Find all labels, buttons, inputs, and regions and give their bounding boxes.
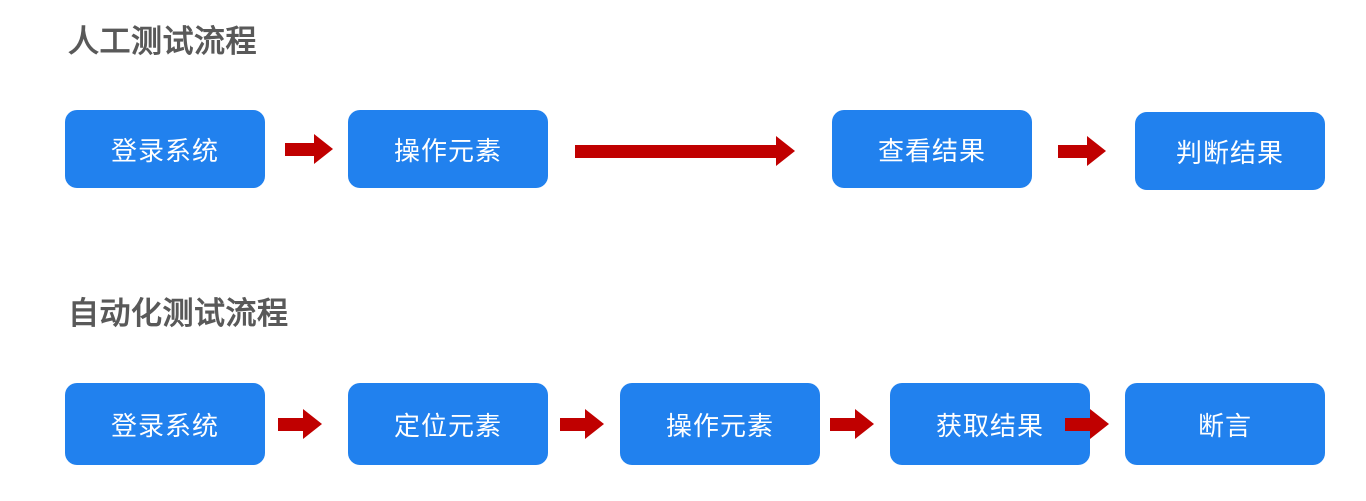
arrow-shaft xyxy=(1065,417,1091,431)
arrow-shaft xyxy=(830,417,856,431)
arrow-head xyxy=(585,409,604,439)
arrow-locate-to-operate-icon xyxy=(560,409,604,439)
arrow-operate-to-fetch-icon xyxy=(830,409,874,439)
arrow-shaft xyxy=(278,417,304,431)
flow-node-auto-4[interactable]: 获取结果 xyxy=(890,383,1090,465)
arrow-shaft xyxy=(575,144,777,158)
flow-node-manual-4[interactable]: 判断结果 xyxy=(1135,112,1325,190)
arrow-head xyxy=(314,134,333,164)
arrow-shaft xyxy=(285,142,315,156)
flow-node-manual-1[interactable]: 登录系统 xyxy=(65,110,265,188)
arrow-login-to-locate-icon xyxy=(278,409,322,439)
flow-node-label: 判断结果 xyxy=(1175,137,1284,168)
arrow-login-to-operate-icon xyxy=(285,134,333,164)
arrow-shaft xyxy=(1058,144,1088,158)
arrow-head xyxy=(855,409,874,439)
arrow-fetch-to-assert-icon xyxy=(1065,409,1109,439)
flow-node-auto-3[interactable]: 操作元素 xyxy=(620,383,820,465)
flow-node-label: 登录系统 xyxy=(110,410,219,441)
flow-node-label: 断言 xyxy=(1197,410,1252,441)
arrow-head xyxy=(1090,409,1109,439)
flow-node-auto-5[interactable]: 断言 xyxy=(1125,383,1325,465)
arrow-view-to-judge-icon xyxy=(1058,136,1106,166)
arrow-head xyxy=(776,136,795,166)
section-title-manual: 人工测试流程 xyxy=(68,24,257,59)
flow-node-auto-2[interactable]: 定位元素 xyxy=(348,383,548,465)
arrow-head xyxy=(303,409,322,439)
flow-node-label: 操作元素 xyxy=(665,410,774,441)
flow-node-label: 操作元素 xyxy=(393,135,502,166)
section-title-auto: 自动化测试流程 xyxy=(68,296,289,331)
flow-node-manual-2[interactable]: 操作元素 xyxy=(348,110,548,188)
arrow-head xyxy=(1087,136,1106,166)
arrow-shaft xyxy=(560,417,586,431)
flow-node-manual-3[interactable]: 查看结果 xyxy=(832,110,1032,188)
arrow-operate-to-view-icon xyxy=(575,136,795,166)
flow-node-label: 登录系统 xyxy=(110,135,219,166)
flow-node-label: 定位元素 xyxy=(393,410,502,441)
flow-node-label: 查看结果 xyxy=(877,135,986,166)
flow-node-auto-1[interactable]: 登录系统 xyxy=(65,383,265,465)
flow-node-label: 获取结果 xyxy=(935,410,1044,441)
